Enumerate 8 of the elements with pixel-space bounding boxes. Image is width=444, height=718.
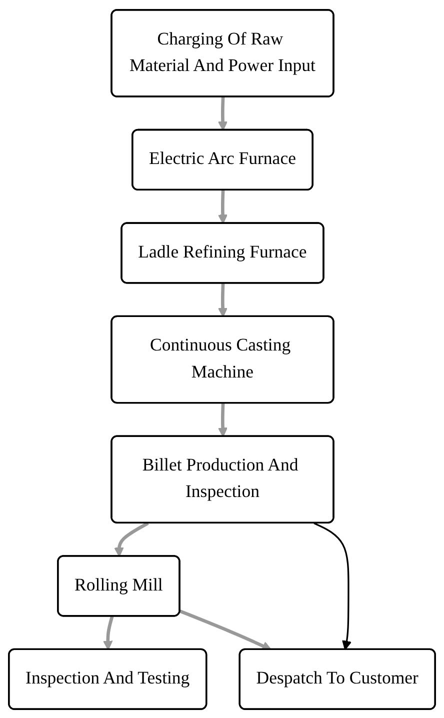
arrow	[218, 96, 228, 130]
arrow	[103, 616, 114, 650]
arrow	[218, 190, 228, 224]
arrow	[114, 521, 149, 556]
arrow	[218, 402, 228, 437]
arrow	[179, 609, 272, 650]
arrow	[218, 282, 228, 317]
arrow	[314, 522, 352, 650]
